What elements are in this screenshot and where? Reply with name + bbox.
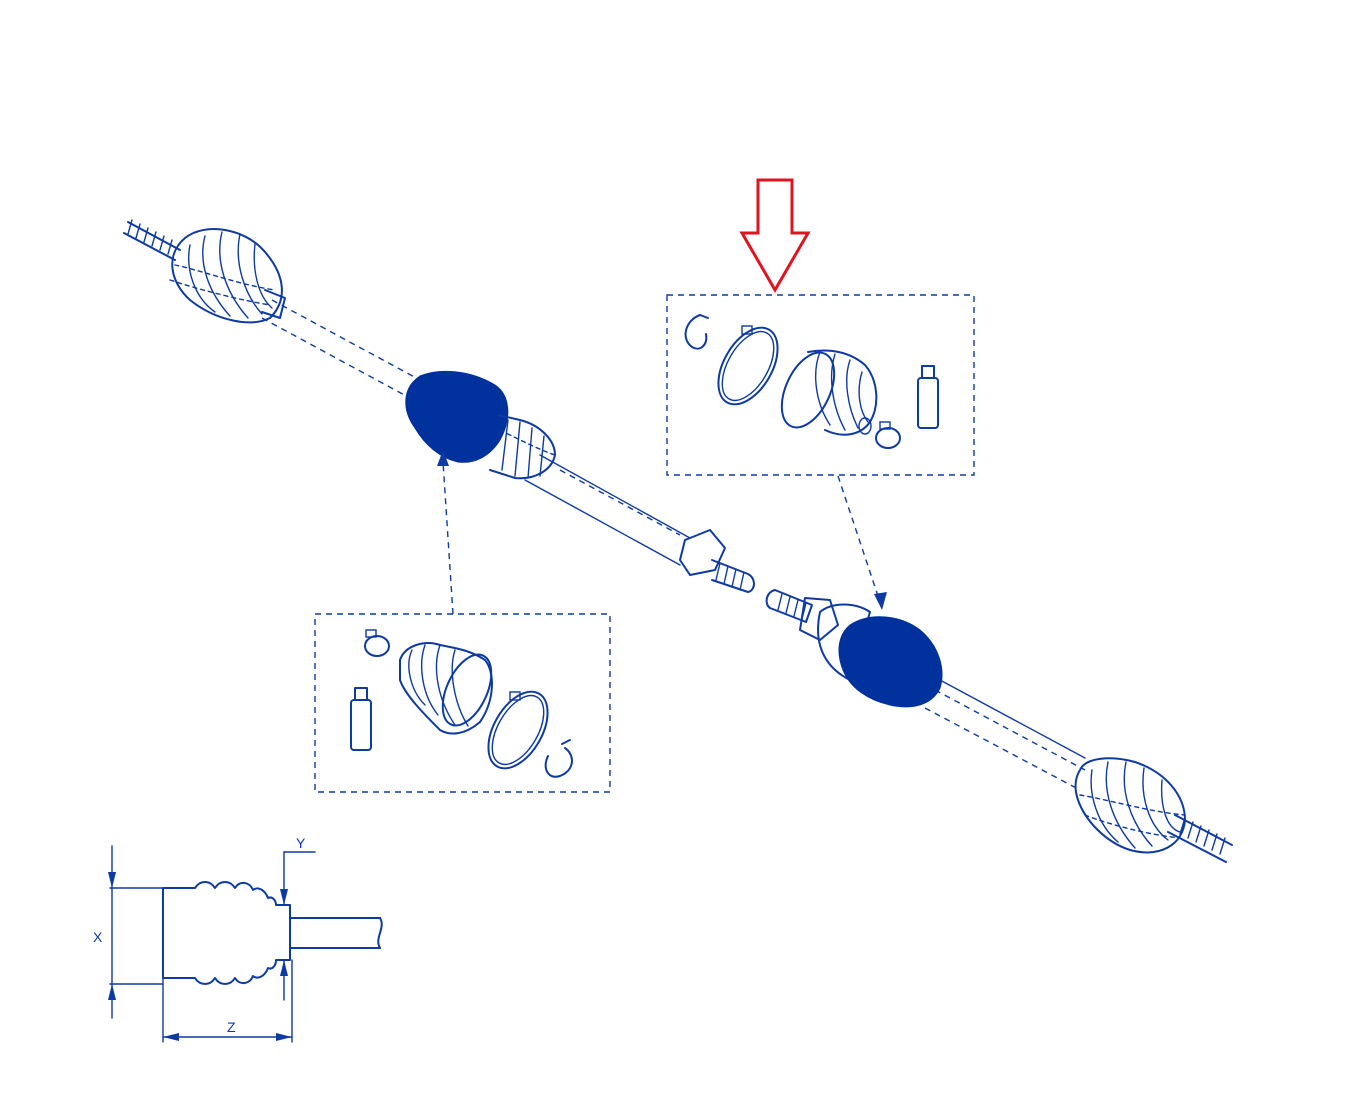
boot-icon — [399, 642, 493, 735]
circlip-icon — [684, 314, 709, 350]
small-clamp-icon — [364, 629, 390, 657]
dimension-y-label: Y — [296, 835, 306, 851]
boot-dimension-diagram: X Y Z — [93, 835, 383, 1043]
left-threaded-stub — [123, 219, 181, 261]
grease-tube-icon — [917, 365, 939, 429]
boot-kit-right — [666, 294, 975, 610]
leader-arrowhead-right — [874, 592, 887, 610]
leader-arrowhead-left — [437, 450, 449, 466]
red-down-arrow-icon — [739, 178, 811, 293]
large-clamp-icon — [717, 325, 779, 406]
center-spline-right — [765, 589, 839, 641]
large-clamp-icon — [487, 690, 549, 770]
leader-line-left — [442, 461, 454, 615]
inner-boot-right — [817, 603, 943, 708]
right-threaded-stub — [1167, 814, 1233, 863]
leader-line-right — [837, 475, 879, 597]
boot-kit-left — [314, 450, 611, 793]
boot-icon — [780, 349, 878, 436]
dimension-z-label: Z — [227, 1019, 236, 1035]
inner-boot-left — [405, 370, 556, 480]
grease-tube-icon — [350, 687, 372, 751]
right-outer-joint — [1074, 757, 1233, 863]
drive-shaft — [261, 299, 1086, 791]
left-outer-joint — [123, 219, 286, 324]
small-clamp-icon — [875, 421, 901, 449]
center-spline-left — [679, 529, 755, 593]
dimension-x-label: X — [93, 929, 103, 945]
circlip-icon — [544, 739, 573, 778]
